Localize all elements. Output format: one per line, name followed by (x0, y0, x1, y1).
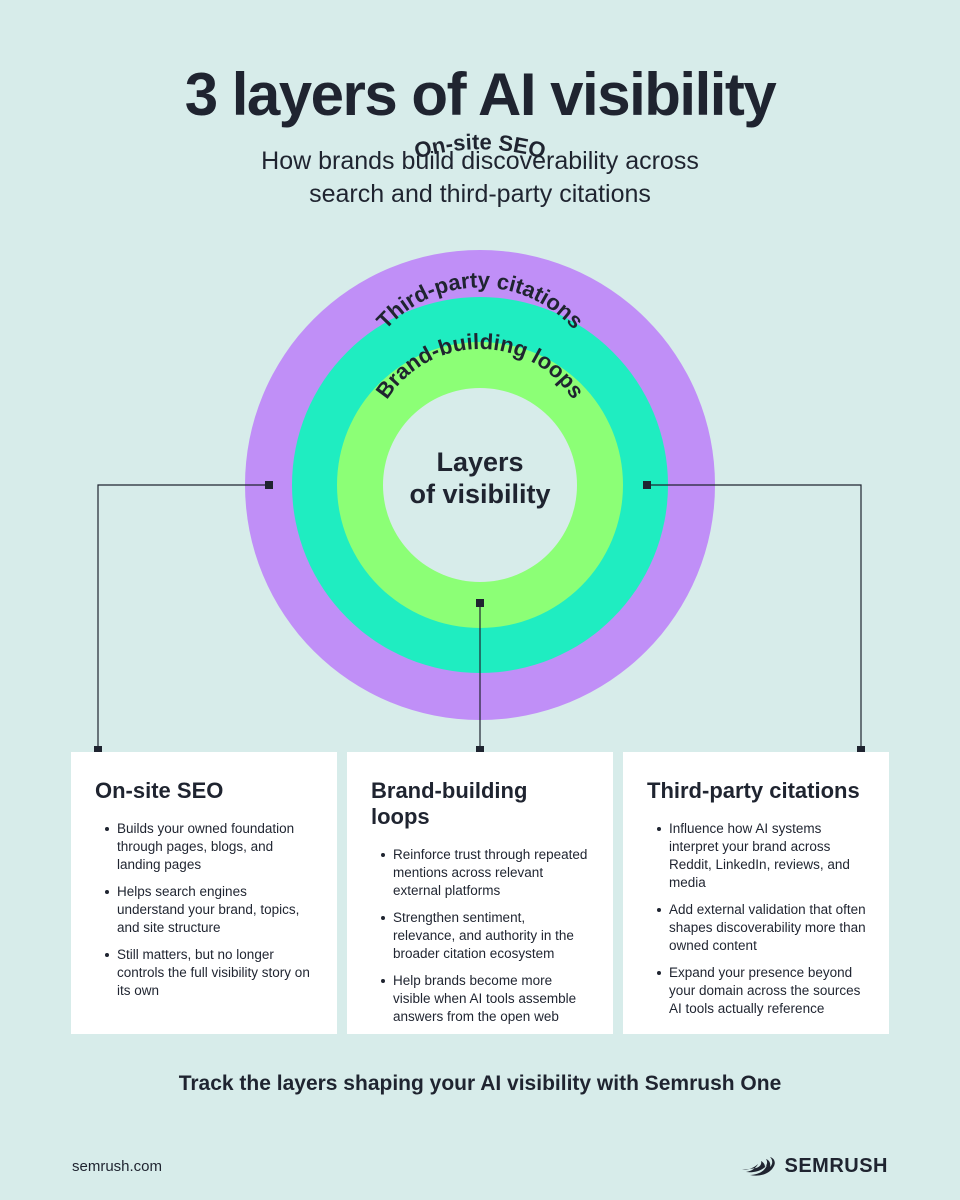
connector-line-on-site-seo (97, 484, 269, 750)
subtitle-line-2: search and third-party citations (309, 180, 651, 208)
card-bullet: Still matters, but no longer controls th… (105, 946, 315, 1000)
subtitle-line-1: How brands build discoverability across (261, 147, 699, 175)
outer-ring-label: On-site SEO (412, 129, 549, 163)
card-bullet: Expand your presence beyond your domain … (657, 964, 867, 1018)
page-subtitle: How brands build discoverability across … (0, 145, 960, 211)
card-bullet: Helps search engines understand your bra… (105, 883, 315, 937)
center-circle (383, 388, 577, 582)
card-bullet: Help brands become more visible when AI … (381, 972, 591, 1026)
connector-node-card-2 (476, 746, 484, 754)
brand-name: SEMRUSH (784, 1155, 888, 1177)
connector-node-card-3 (857, 746, 865, 754)
card-bullet-list: Builds your owned foundation through pag… (95, 820, 315, 1000)
brand-logo: SEMRUSH (740, 1155, 888, 1178)
card-title: Third-party citations (647, 778, 860, 803)
center-label-line-2: of visibility (409, 479, 550, 509)
connector-node-card-1 (94, 746, 102, 754)
card-on-site-seo: On-site SEO Builds your owned foundation… (71, 752, 337, 1034)
card-bullet-list: Influence how AI systems interpret your … (647, 820, 867, 1018)
center-label-line-1: Layers (436, 447, 523, 477)
page-title: 3 layers of AI visibility (184, 61, 777, 128)
card-bullet: Builds your owned foundation through pag… (105, 820, 315, 874)
card-third-party-citations: Third-party citations Influence how AI s… (623, 752, 889, 1034)
card-bullet: Influence how AI systems interpret your … (657, 820, 867, 892)
card-bullet: Add external validation that often shape… (657, 901, 867, 955)
footer-url[interactable]: semrush.com (72, 1158, 163, 1175)
connector-line-third-party (647, 484, 862, 750)
layers-diagram: On-site SEO Third-party citations Brand-… (94, 129, 865, 754)
card-bullet-list: Reinforce trust through repeated mention… (371, 846, 591, 1026)
connector-node-outer-ring (265, 481, 273, 489)
connector-node-middle-ring (643, 481, 651, 489)
card-bullet: Reinforce trust through repeated mention… (381, 846, 591, 900)
semrush-flame-icon (742, 1156, 776, 1176)
connector-node-inner-ring (476, 599, 484, 607)
call-to-action: Track the layers shaping your AI visibil… (178, 1072, 782, 1095)
card-title: Brand-building loops (371, 778, 528, 829)
card-bullet: Strengthen sentiment, relevance, and aut… (381, 909, 591, 963)
card-brand-building-loops: Brand-building loops Reinforce trust thr… (347, 752, 613, 1034)
card-title: On-site SEO (95, 778, 224, 803)
